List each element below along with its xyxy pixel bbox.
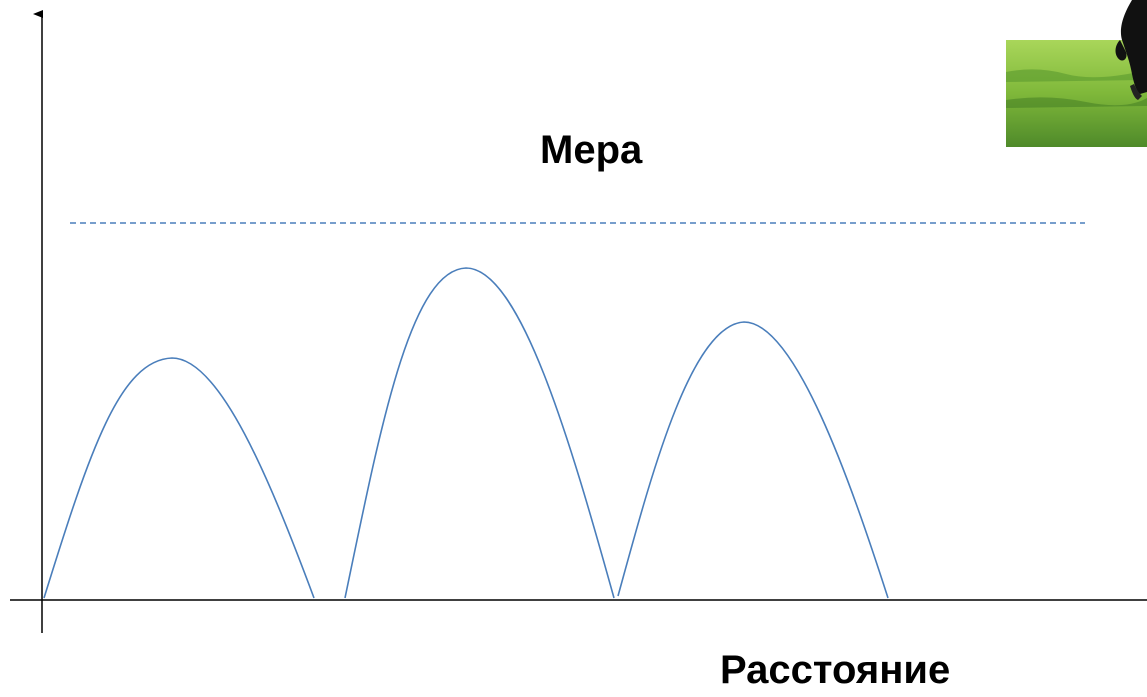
distance-axis-label: Расстояние [720,648,951,692]
measure-label: Мера [540,128,643,172]
jump-arc-3 [617,321,889,599]
horse-photo [1006,0,1147,147]
jump-arc-2 [344,267,615,599]
jump-arc-1 [43,357,315,599]
